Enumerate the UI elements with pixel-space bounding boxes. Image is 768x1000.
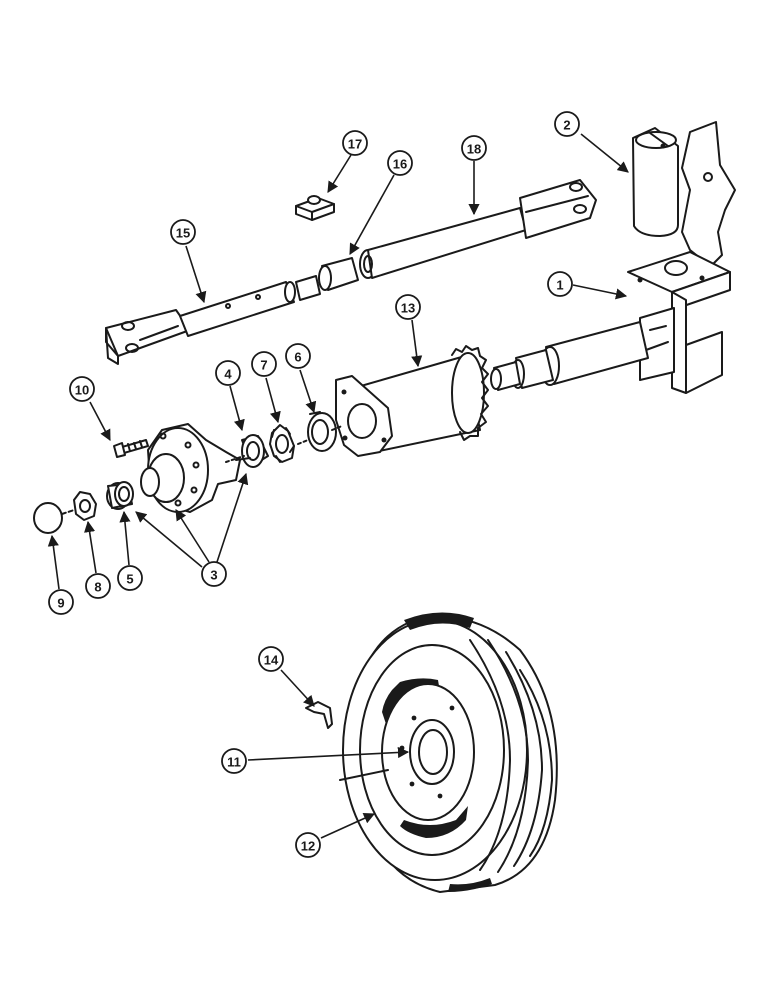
callout-1: 1 [547,271,573,297]
castle-nut [73,491,97,521]
callout-13: 13 [395,294,421,320]
callout-4: 4 [215,360,241,386]
callout-16: 16 [387,150,413,176]
callout-15: 15 [170,219,196,245]
callout-1-label: 1 [556,278,563,293]
callout-17: 17 [342,130,368,156]
callout-9: 9 [48,589,74,615]
wheel-bolt [113,439,149,458]
bearing-cup-inner [241,434,269,468]
wheel-tire [339,612,558,893]
tie-tube [359,179,597,279]
seal-part [307,411,337,452]
spindle-bracket [490,121,736,394]
wheel-hub [140,423,251,513]
callout-4-label: 4 [224,367,232,382]
callout-16-label: 16 [393,157,407,172]
hub-housing [335,345,489,457]
bearing-cup-outer [106,481,134,510]
callout-13-label: 13 [401,301,415,316]
callout-5-label: 5 [126,572,133,587]
callout-14-label: 14 [264,653,279,668]
callout-12-label: 12 [301,839,315,854]
callout-2-label: 2 [563,118,570,133]
callout-3: 3 [201,561,227,587]
callout-9-label: 9 [57,596,64,611]
axis-lines [61,425,343,515]
tube-sleeve [295,257,359,301]
callout-14: 14 [258,646,284,672]
callout-2: 2 [554,111,580,137]
callout-6: 6 [285,343,311,369]
bearing-cone-inner [269,424,295,463]
callout-11: 11 [221,748,247,774]
dust-cap [33,502,63,534]
callout-5: 5 [117,565,143,591]
callout-8-label: 8 [94,580,101,595]
callout-17-label: 17 [348,137,362,152]
callout-8: 8 [85,573,111,599]
callout-18-label: 18 [467,142,481,157]
square-nut [295,195,335,221]
callout-10: 10 [69,376,95,402]
pin-part [632,127,679,237]
callout-12: 12 [295,832,321,858]
tie-rod-end [105,281,296,365]
callout-3-label: 3 [210,568,217,583]
callout-18: 18 [461,135,487,161]
callout-6-label: 6 [294,350,301,365]
callout-10-label: 10 [75,383,89,398]
callout-15-label: 15 [176,226,190,241]
valve-clip [305,701,333,729]
leader-lines [47,133,629,839]
callout-7: 7 [251,351,277,377]
callout-7-label: 7 [260,358,267,373]
callout-11-label: 11 [227,755,241,770]
